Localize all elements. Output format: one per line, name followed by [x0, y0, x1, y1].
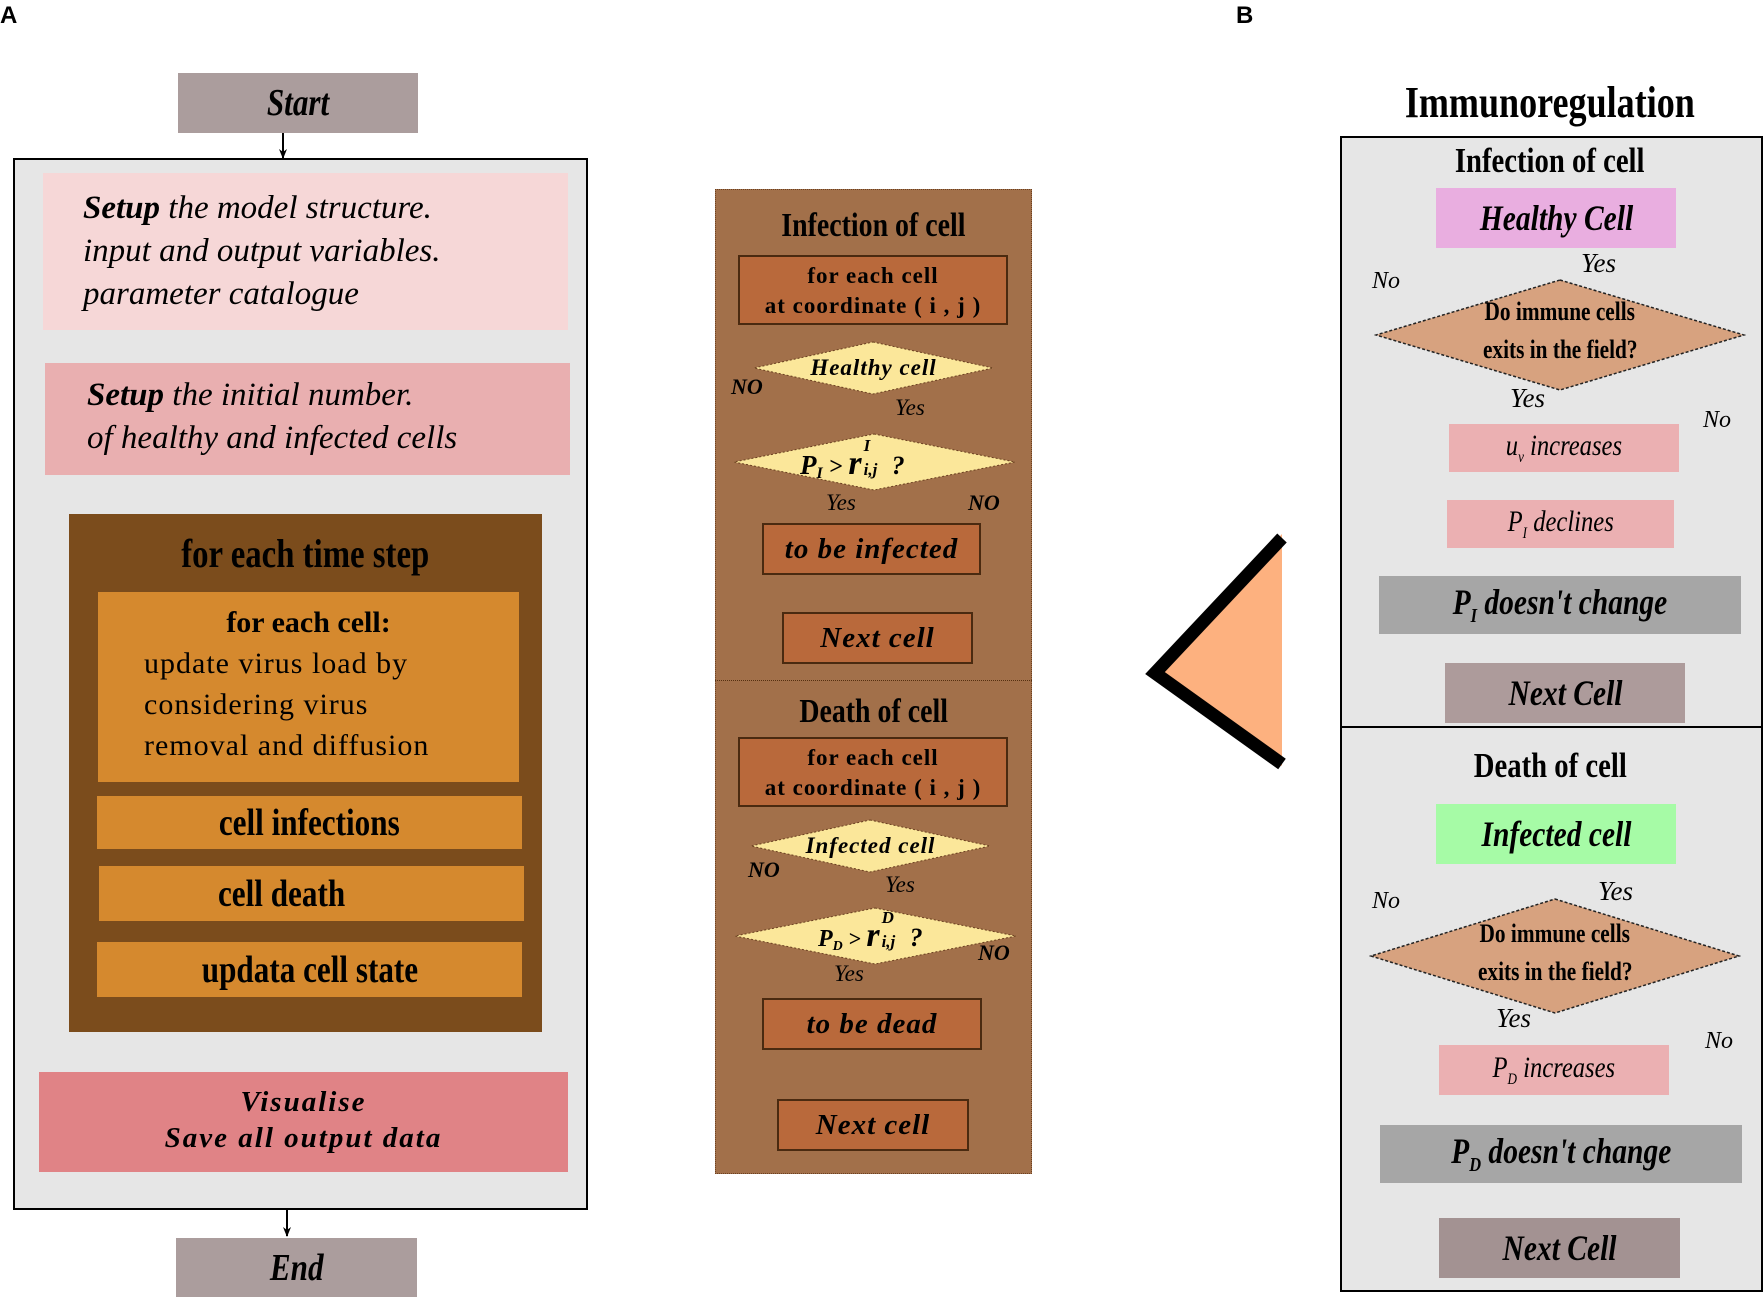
- immune-death-question: Do immune cells exits in the field?: [1477, 919, 1633, 986]
- b-death-next-cell-box: Next Cell: [1439, 1218, 1680, 1278]
- immune-infection-diamond: [1374, 279, 1746, 391]
- death-loop-box: for each cell at coordinate ( i , j ): [738, 737, 1008, 807]
- end-label: End: [269, 1247, 324, 1289]
- update-cell-label: updata cell state: [201, 948, 418, 991]
- visualise-line2: Save all output data: [164, 1122, 443, 1154]
- each-cell-box: for each cell: update virus load by cons…: [98, 592, 519, 782]
- b-death-no-right: No: [1705, 1028, 1734, 1054]
- infection-loop-line2: at coordinate ( i , j ): [764, 293, 982, 318]
- triangle-arrow-outline: [1145, 533, 1287, 770]
- each-cell-line-2: considering virus: [144, 688, 369, 721]
- cell-death-label: cell death: [217, 872, 346, 915]
- pd-no-change-label: PD doesn't change: [1450, 1131, 1672, 1177]
- infected-cell-box: Infected cell: [1436, 804, 1676, 864]
- panel-letter-a: A: [0, 2, 18, 29]
- setup2-bold: Setup: [87, 377, 165, 413]
- b-death-yes-top: Yes: [1598, 876, 1634, 906]
- infected-cell-label: Infected cell: [805, 833, 936, 858]
- update-cell-box: updata cell state: [97, 942, 522, 997]
- death-no2-label: NO: [978, 940, 1010, 965]
- death-next-cell-box: Next cell: [777, 1099, 969, 1151]
- death-yes2-label: Yes: [834, 961, 864, 986]
- healthy-cell-start-label: Healthy Cell: [1479, 198, 1633, 238]
- death-yes1-label: Yes: [885, 872, 915, 897]
- to-be-infected-label: to be infected: [784, 532, 959, 565]
- b-inf-yes-top: Yes: [1581, 248, 1617, 278]
- visualise-box: Visualise Save all output data: [39, 1072, 568, 1172]
- infection-probability-diamond: [733, 433, 1016, 491]
- infection-section-title: Infection of cell: [781, 207, 966, 244]
- b-inf-no-left: No: [1372, 268, 1401, 294]
- visualise-line1: Visualise: [240, 1086, 367, 1118]
- panel-letter-b: B: [1236, 2, 1254, 29]
- pi-declines-label: PI declines: [1507, 505, 1614, 542]
- infected-cell-start-label: Infected cell: [1480, 814, 1631, 854]
- infected-cell-diamond: [750, 819, 991, 873]
- death-next-cell-label: Next cell: [815, 1108, 931, 1141]
- b-inf-next-cell-box: Next Cell: [1445, 663, 1685, 723]
- setup1-line3: parameter catalogue: [83, 276, 359, 312]
- immune-death-diamond: [1369, 898, 1741, 1014]
- infection-loop-line1: for each cell: [807, 263, 939, 288]
- infection-yes1-label: Yes: [895, 395, 925, 420]
- each-cell-line-1: update virus load by: [144, 647, 409, 680]
- setup1-bold: Setup: [83, 190, 161, 226]
- pi-declines-box: PI declines: [1447, 500, 1674, 548]
- setup2-line1: the initial number.: [164, 377, 414, 413]
- infection-yes2-label: Yes: [826, 490, 856, 515]
- start-label: Start: [266, 82, 330, 124]
- pi-no-change-label: PI doesn't change: [1452, 582, 1668, 628]
- setup-initial-box: Setup the initial number. of healthy and…: [45, 363, 570, 475]
- cell-infections-box: cell infections: [97, 796, 522, 849]
- time-step-title: for each time step: [181, 530, 430, 576]
- cell-death-box: cell death: [99, 866, 524, 921]
- each-cell-title: for each cell:: [226, 606, 391, 639]
- b-death-next-cell-label: Next Cell: [1502, 1228, 1617, 1268]
- healthy-cell-label: Healthy cell: [810, 355, 937, 380]
- setup1-line1: the model structure.: [160, 190, 432, 226]
- uv-increases-box: uv increases: [1449, 424, 1679, 472]
- b-death-no-left: No: [1372, 888, 1401, 914]
- to-be-infected-box: to be infected: [762, 523, 981, 575]
- b-inf-yes-mid: Yes: [1510, 383, 1546, 413]
- immunoregulation-title: Immunoregulation: [1404, 77, 1696, 127]
- death-no1-label: NO: [748, 857, 780, 882]
- setup1-line2: input and output variables.: [83, 233, 441, 269]
- to-be-dead-label: to be dead: [806, 1007, 938, 1040]
- to-be-dead-box: to be dead: [762, 998, 982, 1050]
- infection-no2-label: NO: [968, 490, 1000, 515]
- death-section-title: Death of cell: [799, 693, 948, 730]
- death-loop-line2: at coordinate ( i , j ): [764, 775, 982, 800]
- uv-increases-label: uv increases: [1505, 429, 1623, 466]
- pd-increases-label: PD increases: [1492, 1051, 1616, 1088]
- immuno-infection-title: Infection of cell: [1455, 141, 1645, 180]
- b-inf-next-cell-label: Next Cell: [1508, 673, 1622, 713]
- infection-next-cell-box: Next cell: [782, 612, 973, 664]
- cell-infections-label: cell infections: [219, 801, 400, 844]
- healthy-cell-diamond: [753, 341, 994, 395]
- immune-infection-question: Do immune cells exits in the field?: [1482, 297, 1638, 364]
- infection-loop-box: for each cell at coordinate ( i , j ): [738, 255, 1008, 325]
- setup-model-box: Setup the model structure. input and out…: [43, 173, 568, 330]
- infection-no1-label: NO: [731, 374, 763, 399]
- detail-divider: [715, 680, 1032, 681]
- pd-no-change-box: PD doesn't change: [1380, 1125, 1742, 1183]
- pi-no-change-box: PI doesn't change: [1379, 576, 1741, 634]
- immuno-death-title: Death of cell: [1473, 746, 1627, 785]
- start-box: Start: [178, 73, 418, 133]
- healthy-cell-box: Healthy Cell: [1436, 188, 1676, 248]
- death-probability-diamond: [734, 907, 1017, 965]
- triangle-arrow-fill: [1150, 534, 1282, 766]
- infection-next-cell-label: Next cell: [820, 621, 935, 654]
- b-death-yes-mid: Yes: [1496, 1003, 1532, 1033]
- death-loop-line1: for each cell: [807, 745, 939, 770]
- setup2-line2: of healthy and infected cells: [87, 420, 458, 456]
- end-box: End: [176, 1238, 417, 1297]
- pd-increases-box: PD increases: [1439, 1045, 1669, 1095]
- each-cell-line-3: removal and diffusion: [144, 729, 430, 762]
- b-inf-no-right: No: [1703, 407, 1732, 433]
